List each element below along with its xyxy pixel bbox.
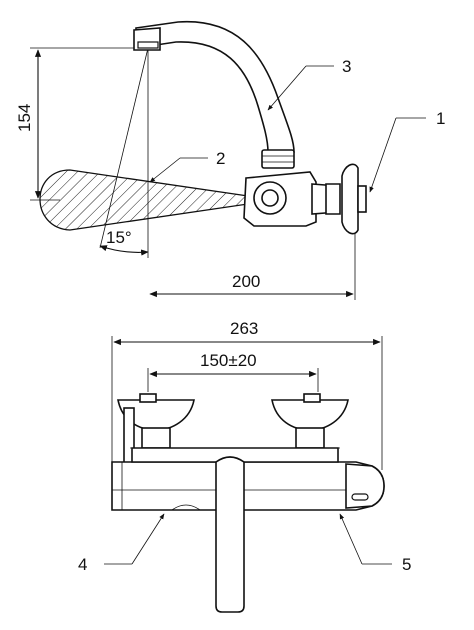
right-escutcheon: [271, 399, 349, 431]
callout-4-pointer: [131, 513, 165, 565]
callout-1-label: 1: [436, 109, 445, 128]
left-escutcheon-cap: [139, 393, 157, 403]
angle-label: 15°: [106, 228, 132, 247]
dim-263-label: 263: [230, 319, 258, 338]
callout-3-label: 3: [342, 57, 351, 76]
swivel-collar: [261, 149, 295, 169]
thermostatic-knob: [345, 463, 385, 509]
dim-154-label: 154: [15, 104, 34, 132]
front-spout-outlet: [171, 504, 201, 511]
callout-1-pointer: [369, 117, 397, 193]
swing-line-angled: [99, 47, 149, 249]
escutcheon-stem: [357, 185, 367, 213]
angle-arc: [99, 245, 149, 256]
spout-aerator: [137, 41, 159, 49]
dim-200-label: 200: [232, 272, 260, 291]
callout-2-pointer: [149, 157, 181, 183]
front-spout: [215, 456, 245, 613]
right-escutcheon-cap: [303, 393, 321, 403]
dim-150-label: 150±20: [200, 351, 257, 370]
callout-3-pointer: [267, 65, 307, 111]
front-view: 263 150±20 4 5: [78, 319, 411, 613]
callout-5-pointer: [339, 513, 363, 565]
side-view: 15° 154 200 1 2: [15, 20, 445, 300]
knob-indicator: [351, 493, 369, 501]
callout-2-label: 2: [216, 149, 225, 168]
callout-5-label: 5: [402, 555, 411, 574]
left-connector: [141, 427, 171, 449]
callout-4-label: 4: [78, 555, 87, 574]
outlet-core: [261, 189, 279, 207]
right-connector: [295, 427, 325, 449]
spray-cone: [39, 169, 249, 231]
mixer-body-front: [111, 461, 385, 511]
escutcheon: [341, 163, 359, 235]
body-top-block: [131, 447, 339, 463]
connector-nut: [325, 183, 341, 215]
